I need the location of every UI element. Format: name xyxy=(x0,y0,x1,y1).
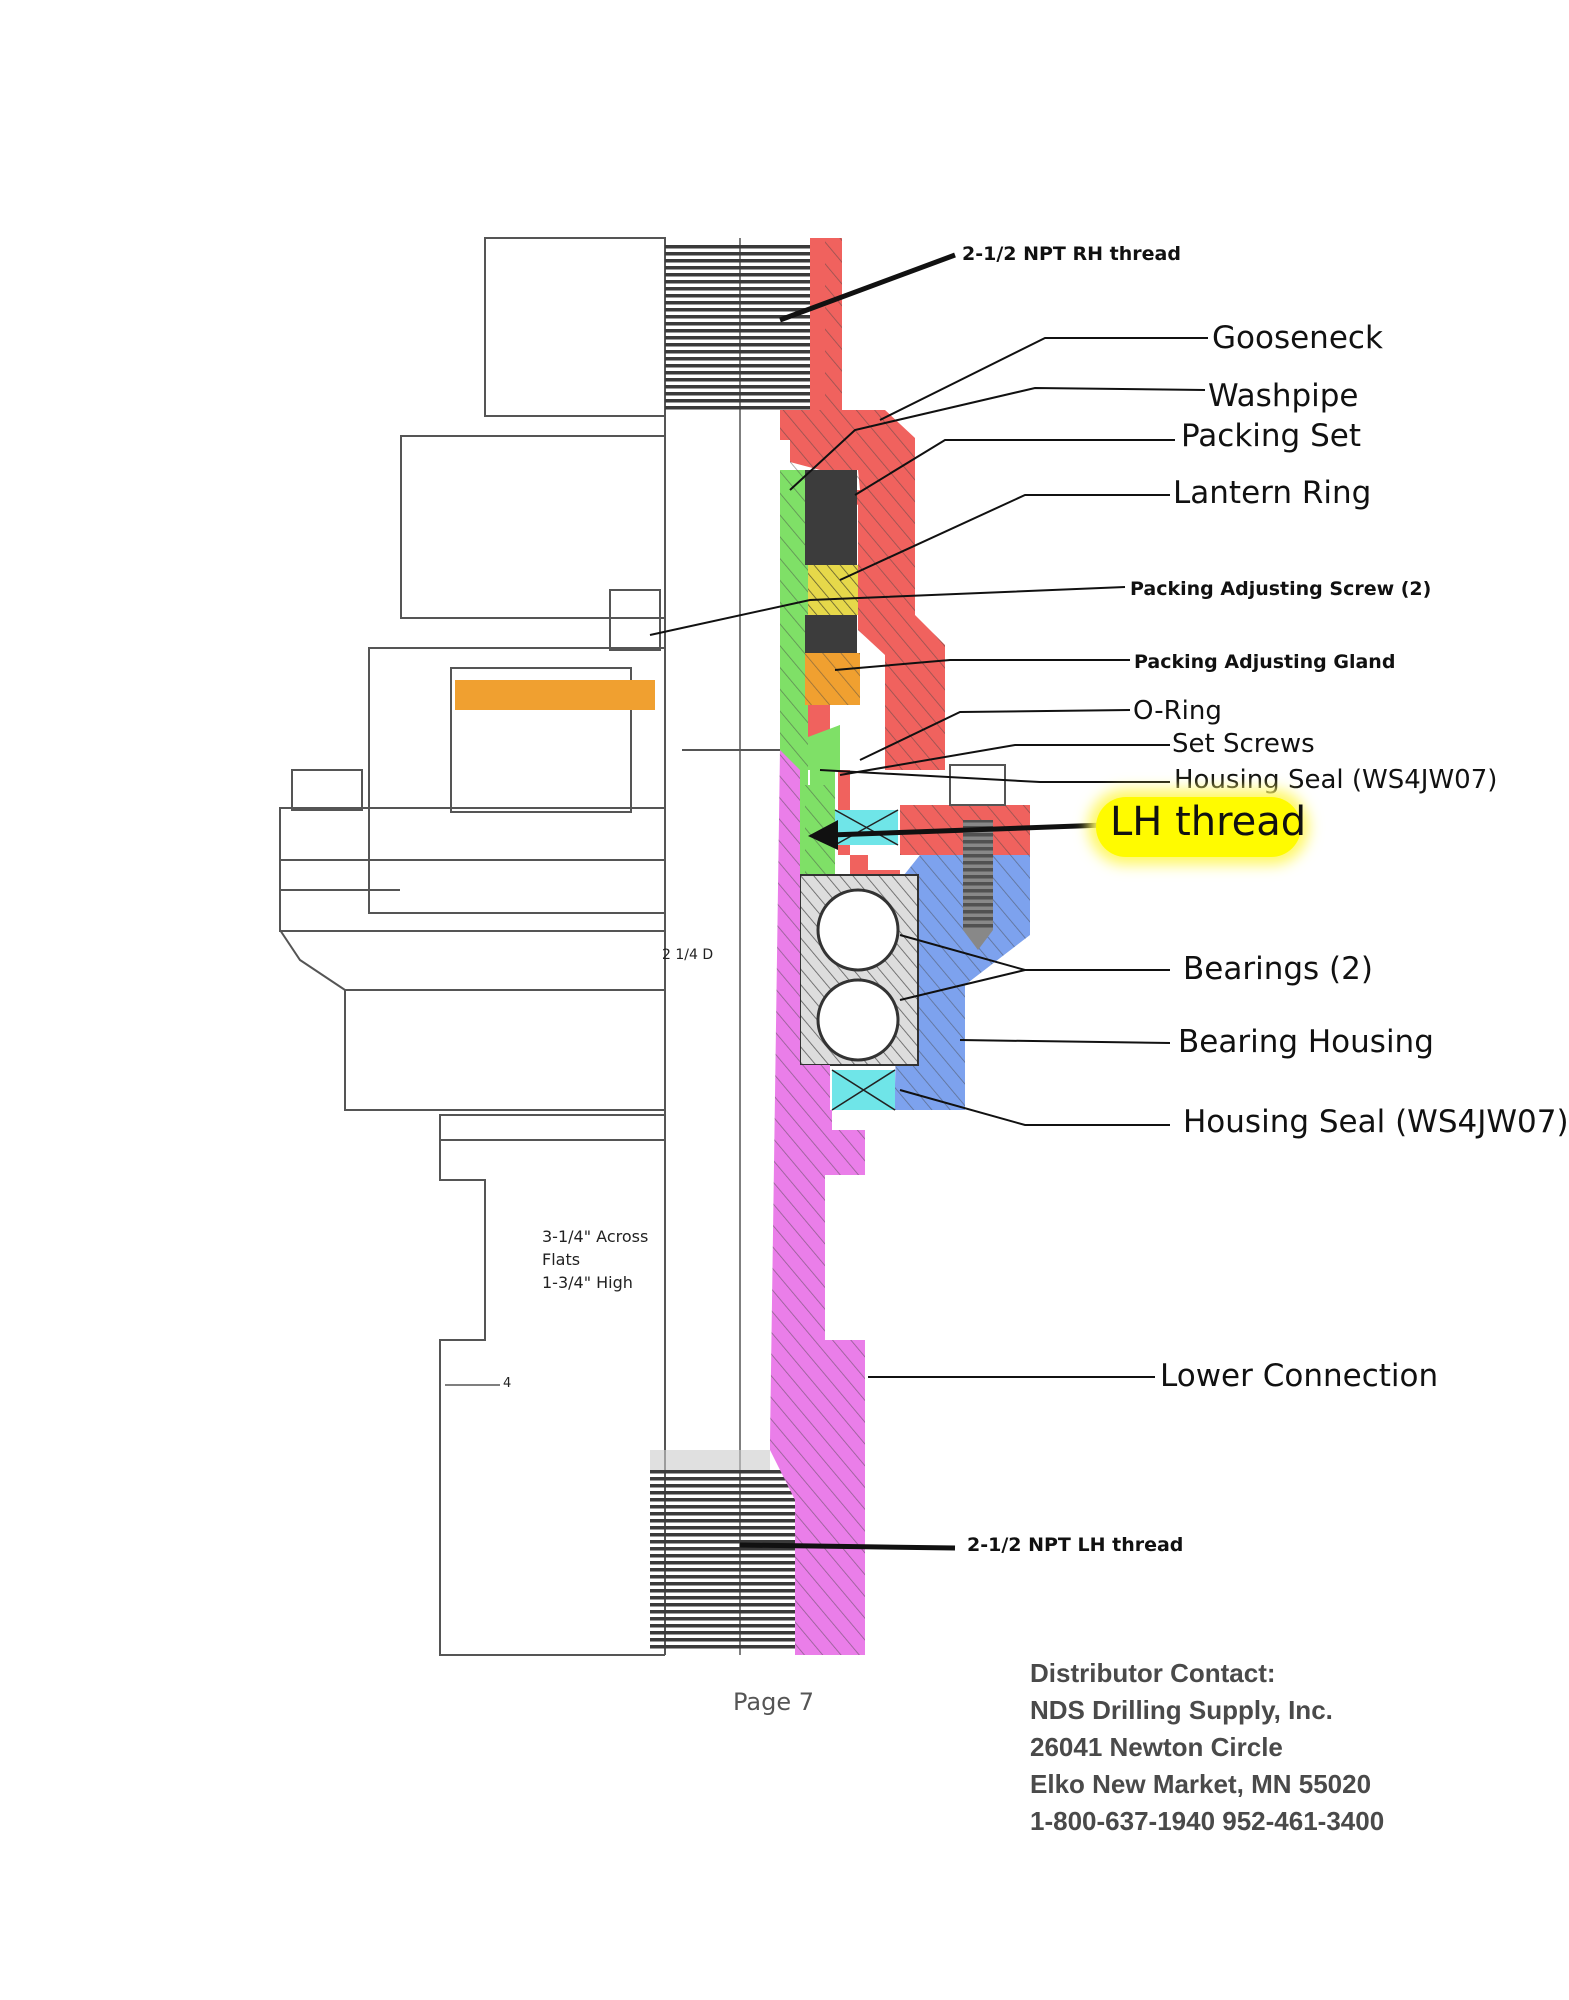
note-across-flats-line-1: 3-1/4" Across xyxy=(542,1227,649,1246)
label-packing-adjusting-gland: Packing Adjusting Gland xyxy=(1134,651,1396,673)
label-housing-seal-bottom: Housing Seal (WS4JW07) xyxy=(1183,1104,1569,1140)
outer-body-outline xyxy=(279,237,741,1656)
label-bearings: Bearings (2) xyxy=(1183,951,1373,987)
note-across-flats: 3-1/4" Across Flats 1-3/4" High xyxy=(542,1225,648,1294)
bearing-ball-upper xyxy=(816,888,900,972)
page-number: Page 7 xyxy=(733,1688,814,1716)
lh-thread-highlight xyxy=(1096,797,1301,857)
label-o-ring: O-Ring xyxy=(1133,696,1222,726)
label-lower-connection: Lower Connection xyxy=(1160,1358,1439,1394)
label-npt-rh-thread: 2-1/2 NPT RH thread xyxy=(962,243,1181,265)
label-set-screws: Set Screws xyxy=(1172,729,1315,759)
label-npt-lh-thread: 2-1/2 NPT LH thread xyxy=(967,1534,1184,1556)
contact-city: Elko New Market, MN 55020 xyxy=(1030,1769,1372,1799)
contact-heading: Distributor Contact: xyxy=(1030,1658,1276,1688)
label-washpipe: Washpipe xyxy=(1208,378,1359,414)
top-threads xyxy=(665,243,810,413)
note-across-flats-line-2: Flats xyxy=(542,1250,581,1269)
adjusting-pin xyxy=(455,680,655,710)
note-across-flats-line-3: 1-3/4" High xyxy=(542,1273,633,1292)
packing-set-part xyxy=(805,470,857,565)
contact-street: 26041 Newton Circle xyxy=(1030,1732,1283,1762)
note-dimension-4: 4 xyxy=(503,1376,512,1391)
bottom-threads xyxy=(650,1470,795,1650)
distributor-contact: Distributor Contact: NDS Drilling Supply… xyxy=(1030,1655,1384,1840)
contact-phones: 1-800-637-1940 952-461-3400 xyxy=(1030,1806,1385,1836)
label-lh-thread: LH thread xyxy=(1110,799,1307,845)
label-housing-seal-top: Housing Seal (WS4JW07) xyxy=(1174,765,1498,795)
note-dimension-2-1-4: 2 1/4 D xyxy=(662,947,714,963)
label-gooseneck: Gooseneck xyxy=(1212,320,1383,356)
label-bearing-housing: Bearing Housing xyxy=(1178,1024,1434,1060)
label-packing-adjusting-screw: Packing Adjusting Screw (2) xyxy=(1130,578,1432,600)
contact-company: NDS Drilling Supply, Inc. xyxy=(1030,1695,1333,1725)
leader-lines xyxy=(649,252,1208,1551)
label-lantern-ring: Lantern Ring xyxy=(1173,475,1372,511)
bearing-ball-lower xyxy=(816,978,900,1062)
label-packing-set: Packing Set xyxy=(1181,418,1361,454)
